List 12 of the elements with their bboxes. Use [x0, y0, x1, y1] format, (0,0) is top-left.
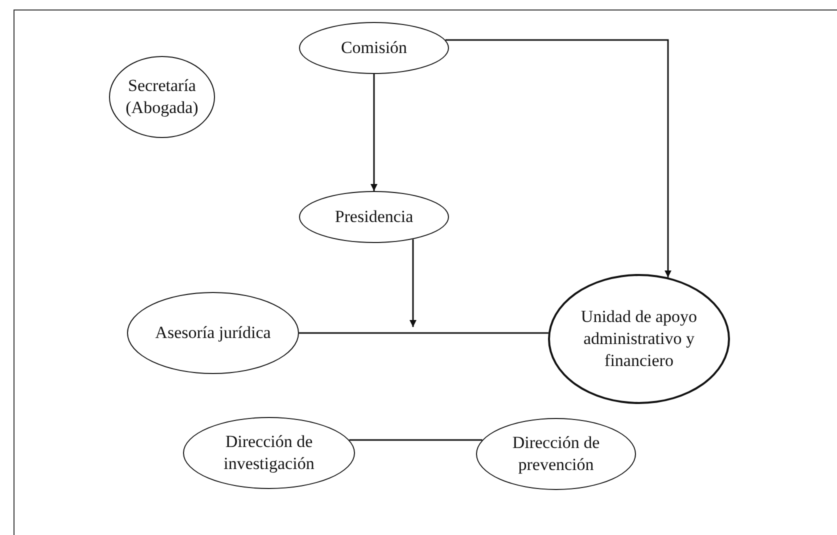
connector-line	[299, 332, 548, 334]
arrow	[410, 239, 416, 327]
node-label: Dirección de prevención	[511, 432, 601, 476]
node-label: Asesoría jurídica	[155, 322, 271, 344]
arrow	[445, 39, 672, 278]
node-label: Secretaría (Abogada)	[124, 74, 200, 119]
connector-line	[349, 439, 482, 441]
node-label: Unidad de apoyo administrativo y financiero	[580, 306, 698, 372]
arrow	[370, 74, 378, 191]
node-label: Dirección de investigación	[222, 430, 316, 475]
node-label: Presidencia	[334, 206, 414, 228]
node-label: Comisión	[340, 36, 408, 59]
